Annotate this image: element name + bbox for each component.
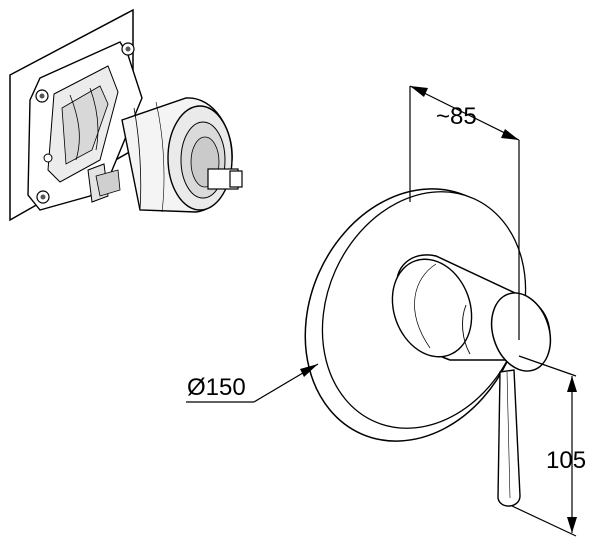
screw-icon	[43, 153, 53, 163]
trim-assembly	[304, 188, 552, 507]
screw-icon	[35, 89, 49, 103]
depth-label: ~85	[436, 103, 477, 130]
valve-spindle	[207, 168, 243, 190]
arrow-icon	[300, 364, 318, 377]
arrow-icon	[567, 376, 577, 392]
arrow-icon	[501, 129, 519, 140]
depth-dimension: ~85	[409, 85, 520, 340]
arrow-icon	[410, 86, 428, 97]
screw-icon	[121, 42, 135, 56]
height-label: 105	[546, 447, 586, 474]
diameter-dimension: Ø150	[186, 363, 319, 403]
height-dimension: 105	[511, 355, 586, 537]
screw-icon	[36, 190, 50, 204]
lever-handle	[497, 369, 521, 507]
diameter-label: Ø150	[187, 374, 246, 401]
arrow-icon	[567, 517, 577, 533]
handle-cap	[490, 292, 552, 372]
concealed-valve-body	[9, 8, 243, 222]
